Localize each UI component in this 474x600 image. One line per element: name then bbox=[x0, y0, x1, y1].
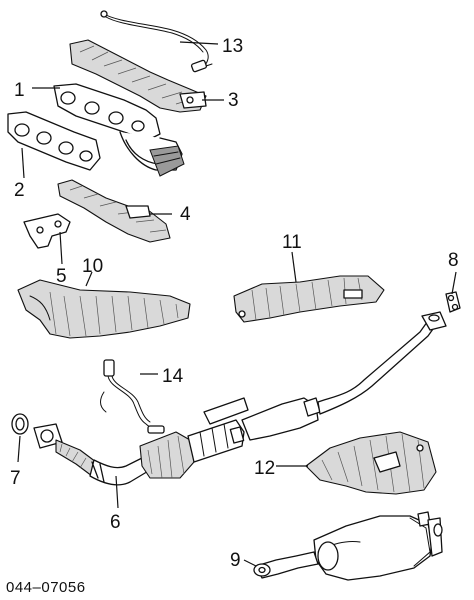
callout-5: 5 bbox=[56, 266, 67, 287]
part-10-front-heat-shield bbox=[17, 279, 191, 339]
callout-13: 13 bbox=[222, 36, 243, 57]
callout-10: 10 bbox=[82, 256, 103, 277]
callout-9: 9 bbox=[230, 550, 241, 571]
part-8-hanger bbox=[445, 291, 461, 313]
callout-1: 1 bbox=[14, 80, 25, 101]
callout-11: 11 bbox=[282, 232, 302, 253]
part-7-gasket-ring bbox=[11, 413, 29, 435]
part-3-manifold-heat-insulator bbox=[69, 39, 207, 113]
callout-numbers: 1 2 3 4 5 6 7 8 9 10 11 12 13 14 bbox=[10, 36, 459, 571]
callout-6: 6 bbox=[110, 512, 121, 533]
part-13-oxygen-sensor-upper bbox=[100, 10, 213, 73]
part-2-manifold-gasket bbox=[7, 111, 101, 171]
diagram-code: 044–07056 bbox=[6, 579, 86, 596]
center-exhaust-pipe-resonator bbox=[203, 311, 447, 441]
part-9-muffler-tailpipe bbox=[253, 511, 443, 581]
part-11-center-heat-shield bbox=[233, 275, 385, 323]
part-14-oxygen-sensor-lower bbox=[100, 359, 165, 434]
callout-4: 4 bbox=[180, 204, 191, 225]
callout-14: 14 bbox=[162, 366, 184, 387]
part-5-bracket bbox=[23, 213, 71, 249]
callout-3: 3 bbox=[228, 90, 239, 111]
part-4-lower-heat-insulator bbox=[57, 179, 171, 243]
callout-12: 12 bbox=[254, 458, 275, 479]
part-12-rear-heat-shield bbox=[305, 431, 437, 495]
leader-lines bbox=[17, 41, 457, 567]
part-1-exhaust-manifold bbox=[53, 83, 185, 177]
callout-2: 2 bbox=[14, 180, 25, 201]
part-6-front-pipe-catalyst bbox=[33, 419, 245, 486]
callout-8: 8 bbox=[448, 250, 459, 271]
callout-7: 7 bbox=[10, 468, 21, 489]
